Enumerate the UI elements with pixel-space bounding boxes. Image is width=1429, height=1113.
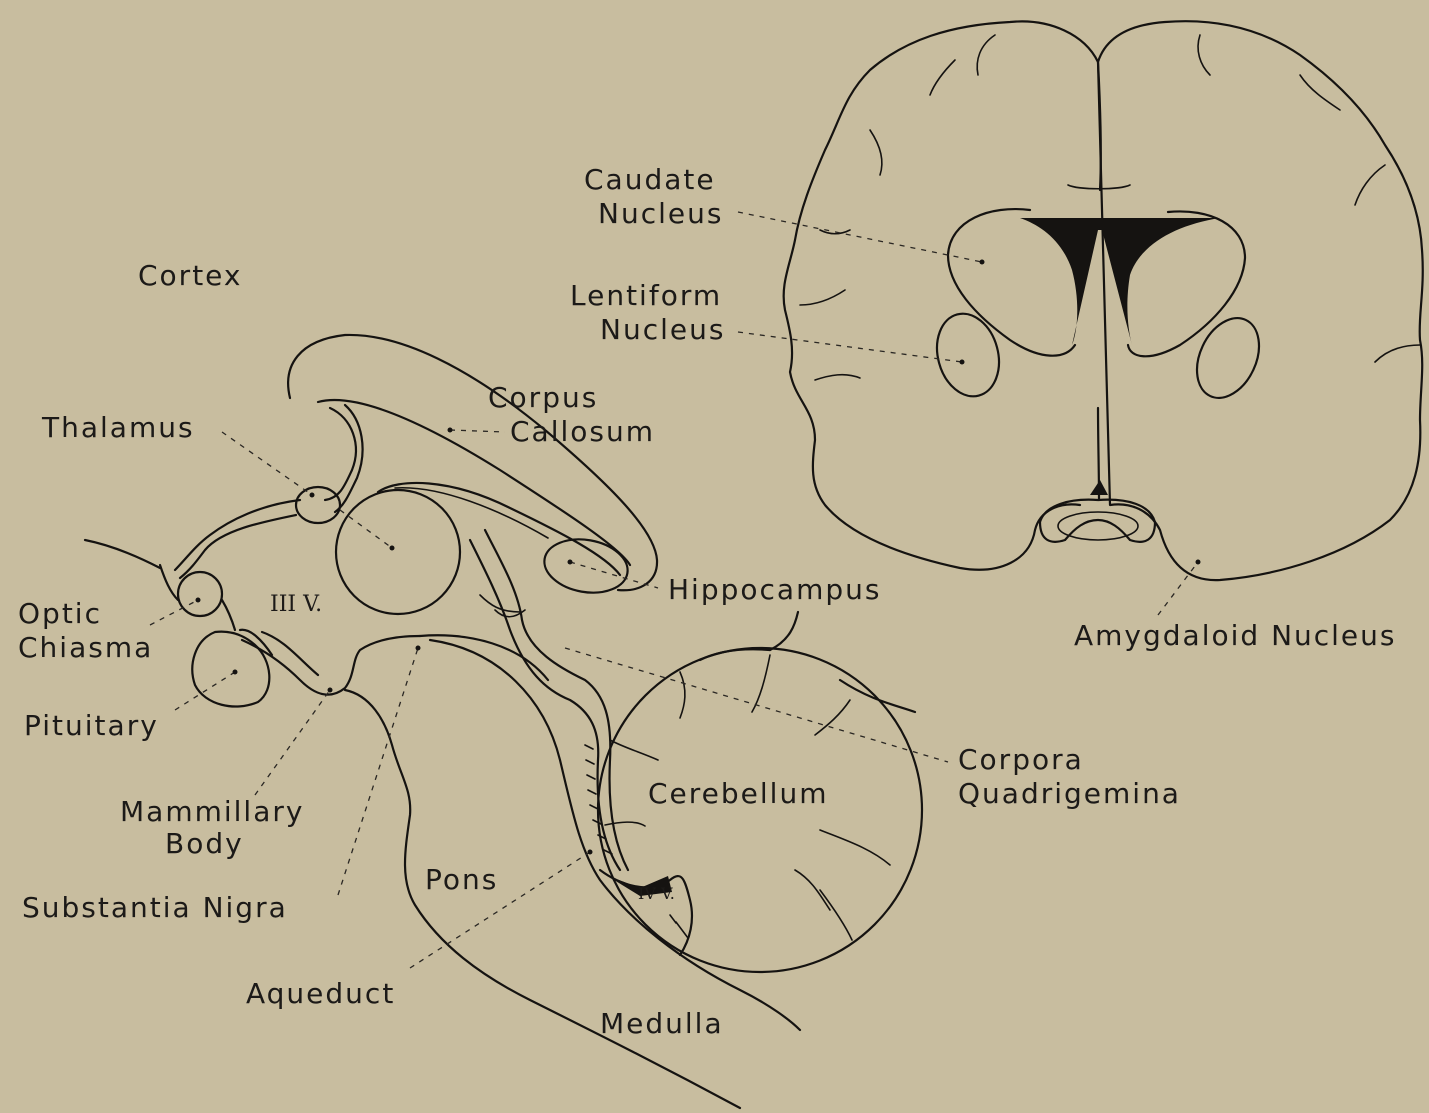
corpus-callosum-outline	[288, 335, 657, 590]
fourth-ventricle	[600, 870, 692, 955]
label-third-ventricle: III V.	[270, 594, 322, 616]
lentiform-left	[928, 307, 1008, 404]
label-amygdaloid-nucleus: Amygdaloid Nucleus	[1074, 622, 1397, 650]
label-fourth-ventricle: IV V.	[638, 886, 675, 902]
label-quadrigemina: Quadrigemina	[958, 780, 1181, 808]
label-thalamus: Thalamus	[42, 414, 195, 442]
label-lentiform: Lentiform	[570, 282, 722, 310]
brainstem-anterior	[345, 690, 740, 1108]
label-chiasma: Chiasma	[18, 634, 153, 662]
label-corpus: Corpus	[488, 384, 598, 412]
thalamus-circle	[336, 490, 460, 614]
label-caudate-nucleus: Nucleus	[598, 200, 723, 228]
label-lentiform-nucleus: Nucleus	[600, 316, 725, 344]
label-medulla: Medulla	[600, 1010, 724, 1038]
fornix	[378, 483, 620, 575]
lateral-ventricles	[1020, 218, 1220, 345]
label-cerebellum: Cerebellum	[648, 780, 828, 808]
label-pons: Pons	[425, 866, 498, 894]
cerebellum-shape	[598, 648, 922, 972]
pituitary-shape	[192, 632, 269, 707]
label-optic: Optic	[18, 600, 102, 628]
label-corpora: Corpora	[958, 746, 1084, 774]
coronal-outline	[784, 21, 1423, 580]
lentiform-right	[1185, 308, 1271, 408]
label-body: Body	[165, 830, 244, 858]
label-caudate: Caudate	[584, 166, 716, 194]
sagittal-section	[85, 335, 922, 1108]
optic-chiasma-shape	[178, 572, 222, 616]
label-hippocampus: Hippocampus	[668, 576, 881, 604]
label-mammillary: Mammillary	[120, 798, 304, 826]
label-callosum: Callosum	[510, 418, 655, 446]
label-substantia-nigra: Substantia Nigra	[22, 894, 288, 922]
label-pituitary: Pituitary	[24, 712, 159, 740]
label-aqueduct: Aqueduct	[246, 980, 395, 1008]
coronal-section	[784, 21, 1423, 580]
label-cortex: Cortex	[138, 262, 242, 290]
